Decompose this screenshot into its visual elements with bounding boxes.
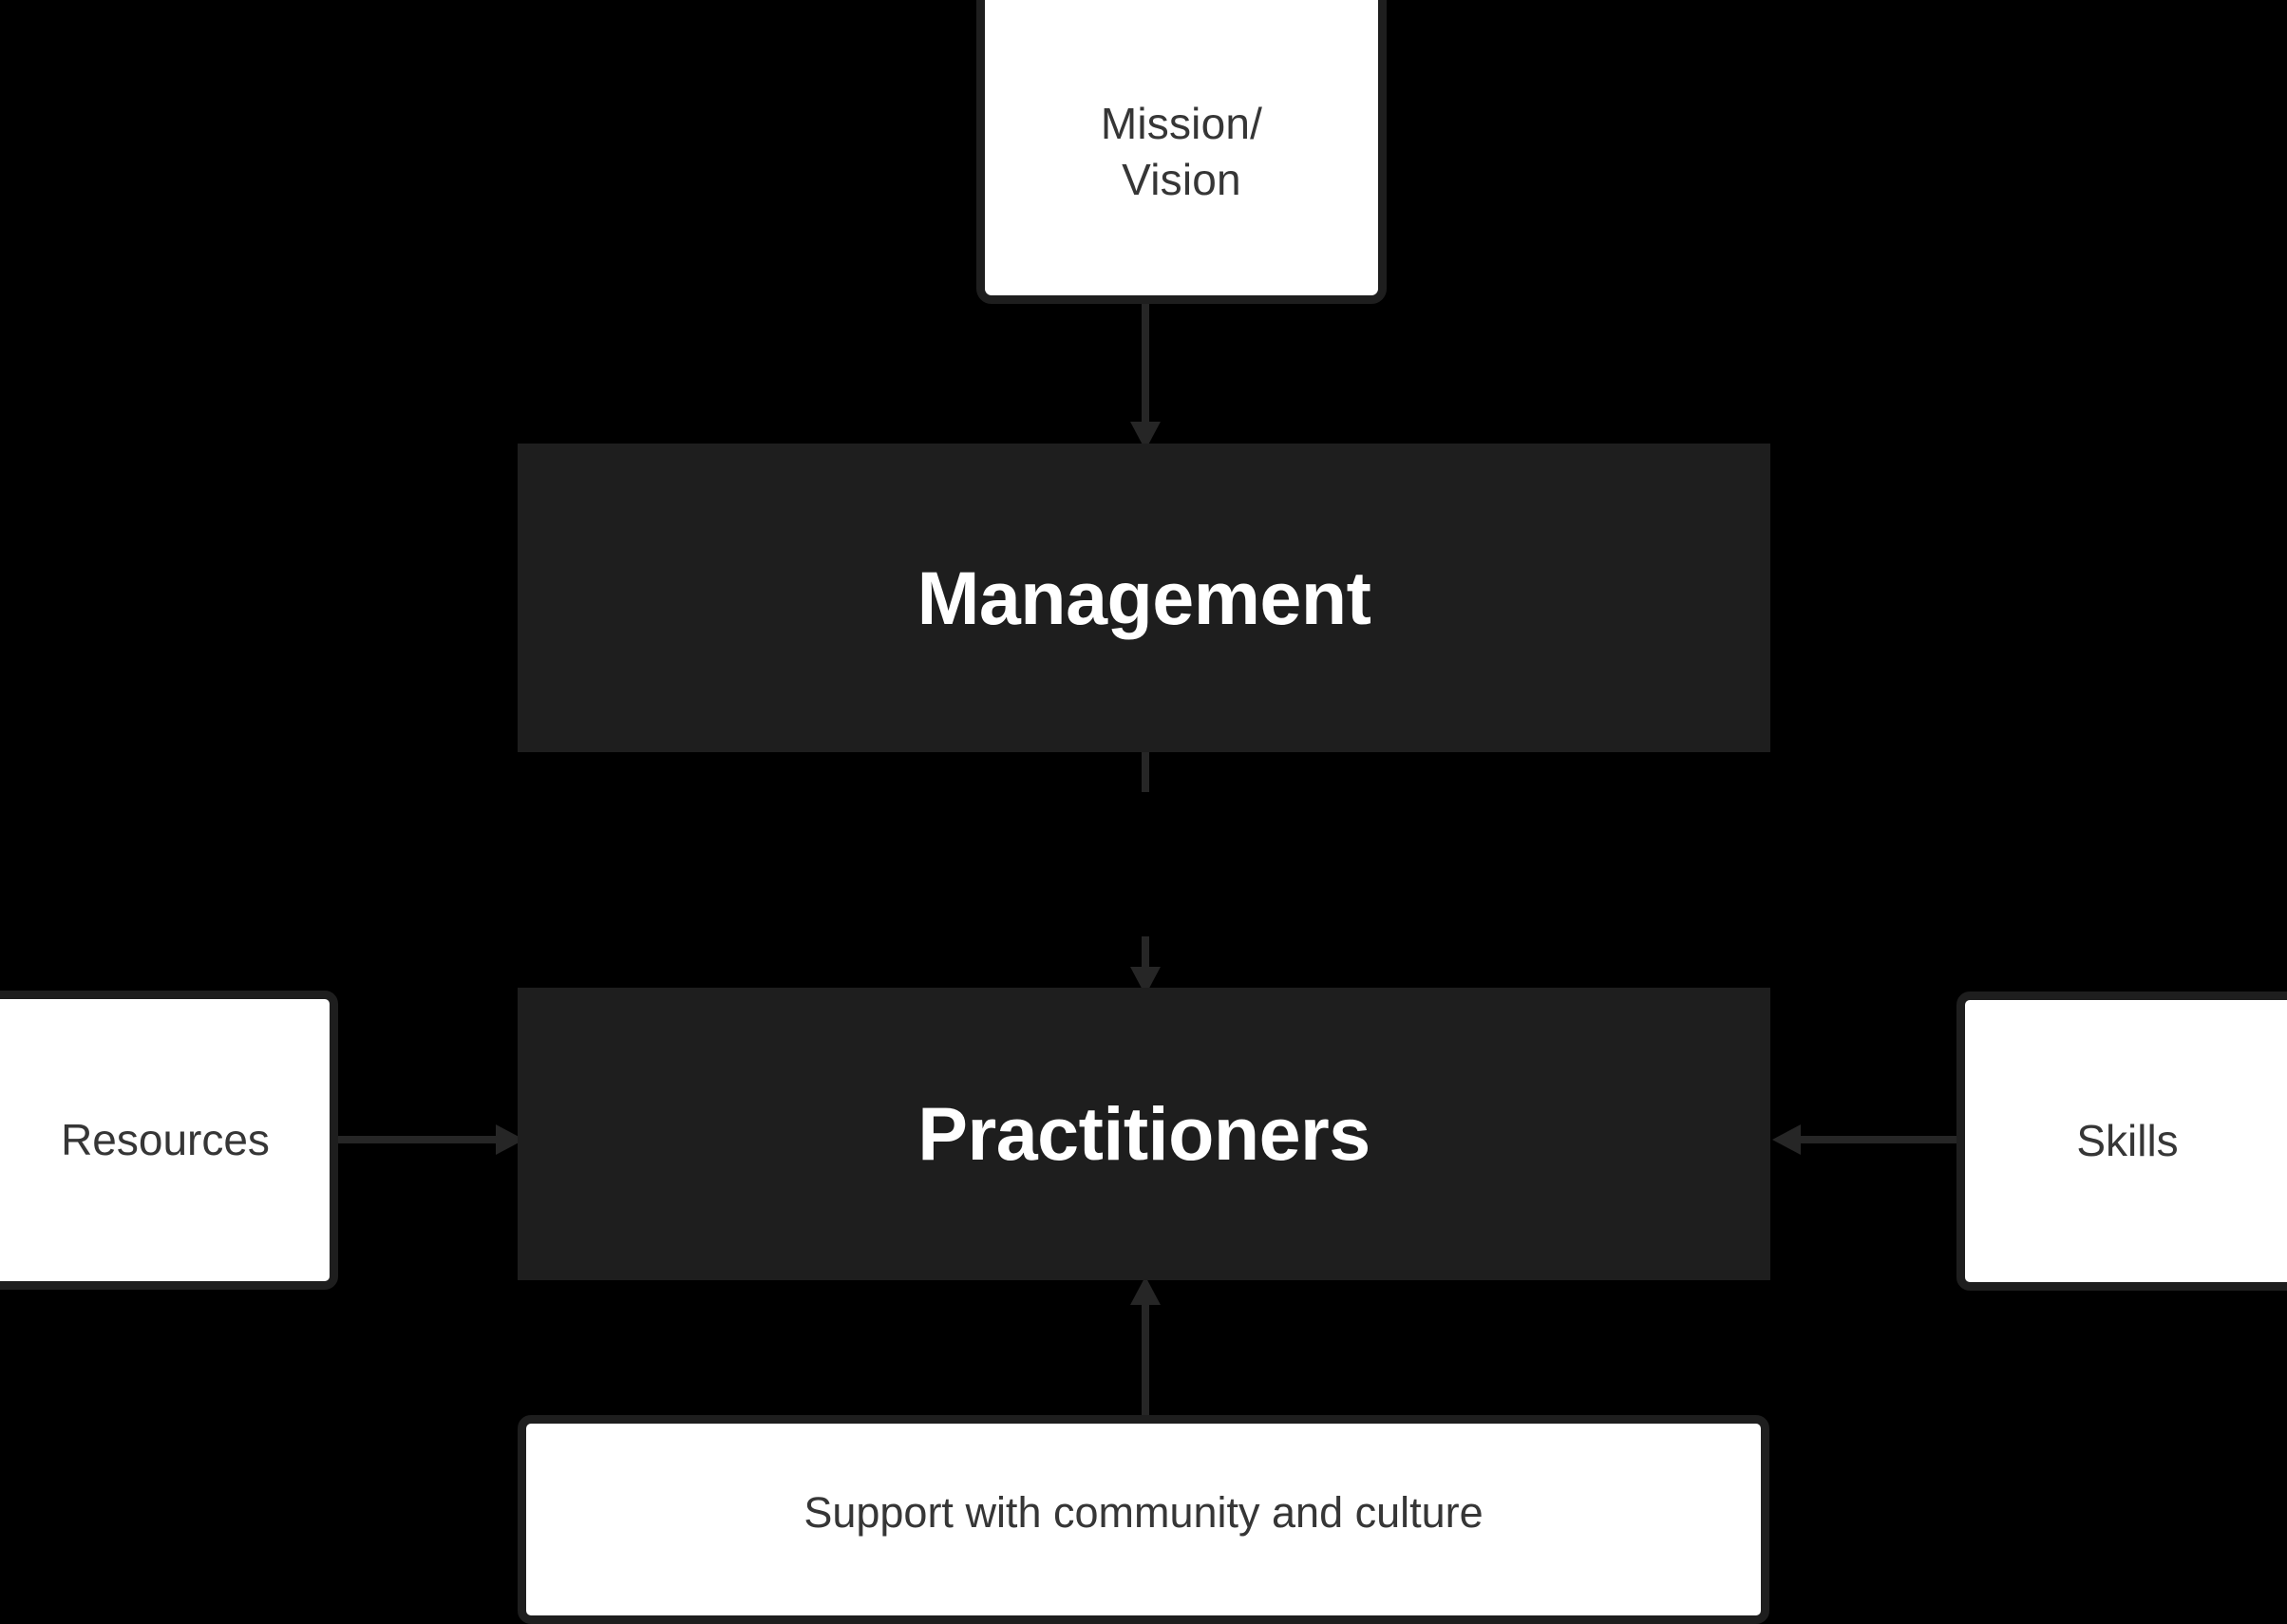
node-skills-label: Skills	[2076, 1116, 2179, 1166]
edge-support-to-practitioners	[1117, 1269, 1174, 1430]
node-resources[interactable]: Resources	[0, 991, 338, 1290]
node-mission-vision-label: Mission/ Vision	[1100, 99, 1263, 204]
arrowhead-down-icon	[1130, 422, 1161, 450]
edge-resources-to-practitioners	[332, 1111, 532, 1168]
node-skills[interactable]: Skills	[1956, 991, 2287, 1291]
edge-mission-to-management	[1117, 296, 1174, 458]
node-practitioners-label: Practitioners	[917, 1091, 1370, 1177]
node-support-community-culture[interactable]: Support with community and culture	[518, 1415, 1769, 1624]
arrowhead-left-icon	[1772, 1124, 1801, 1155]
arrowhead-down-icon	[1130, 967, 1161, 995]
arrowhead-right-icon	[496, 1124, 524, 1155]
node-support-community-culture-label: Support with community and culture	[803, 1488, 1484, 1538]
edge-management-to-practitioners	[1117, 746, 1174, 1003]
arrowhead-up-icon	[1130, 1276, 1161, 1305]
node-management[interactable]: Management	[518, 444, 1770, 752]
edge-skills-to-practitioners	[1763, 1111, 1964, 1168]
node-resources-label: Resources	[61, 1115, 270, 1165]
node-mission-vision[interactable]: Mission/ Vision	[976, 0, 1387, 304]
node-management-label: Management	[917, 555, 1371, 640]
node-practitioners[interactable]: Practitioners	[518, 988, 1770, 1280]
